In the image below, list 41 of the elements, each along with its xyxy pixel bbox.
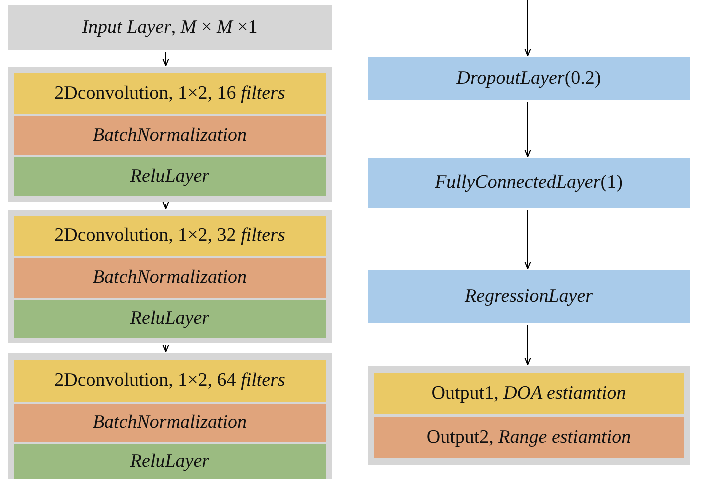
layer-box: [14, 258, 326, 298]
layer-label: 2Dconvolution, 1×2, 32 filters: [54, 225, 286, 247]
arrow: [524, 102, 532, 158]
layer-box: [374, 417, 684, 458]
layer-box: [14, 116, 326, 155]
group-box: [368, 366, 690, 465]
layer-label: BatchNormalization: [92, 412, 248, 434]
layer-label: DropoutLayer(0.2): [456, 68, 602, 90]
layer-label: ReluLayer: [130, 450, 210, 472]
layer-label: Output2, Range estiamtion: [426, 426, 632, 448]
arrow: [524, 324, 532, 366]
layer-box: [368, 57, 690, 100]
layer-label: Input Layer, M × M ×1: [82, 16, 258, 38]
layer-box: [14, 73, 326, 114]
layer-label: Output1, DOA estiamtion: [432, 382, 626, 404]
group-box: [8, 67, 332, 202]
arrow: [162, 52, 170, 67]
layer-box: [14, 216, 326, 256]
layer-label: 2Dconvolution, 1×2, 64 filters: [54, 370, 286, 392]
layer-label: RegressionLayer: [464, 286, 594, 308]
layer-box: [14, 404, 326, 442]
layer-box: [374, 373, 684, 414]
layer-label: BatchNormalization: [92, 267, 248, 289]
layer-box: [14, 157, 326, 196]
layer-box: [8, 5, 332, 50]
arrow: [524, 210, 532, 270]
layer-label: 2Dconvolution, 1×2, 16 filters: [54, 82, 286, 104]
layer-box: [368, 270, 690, 323]
layer-box: [14, 300, 326, 338]
layer-box: [368, 158, 690, 208]
layer-box: [14, 360, 326, 402]
arrow: [162, 344, 170, 353]
layer-box: [14, 444, 326, 479]
arrow: [524, 0, 532, 57]
arrow: [162, 201, 170, 210]
layer-label: BatchNormalization: [92, 124, 248, 146]
layer-label: ReluLayer: [130, 308, 210, 330]
layer-label: ReluLayer: [130, 166, 210, 188]
group-box: [8, 210, 332, 343]
group-box: [8, 353, 332, 479]
layer-label: FullyConnectedLayer(1): [435, 172, 623, 194]
